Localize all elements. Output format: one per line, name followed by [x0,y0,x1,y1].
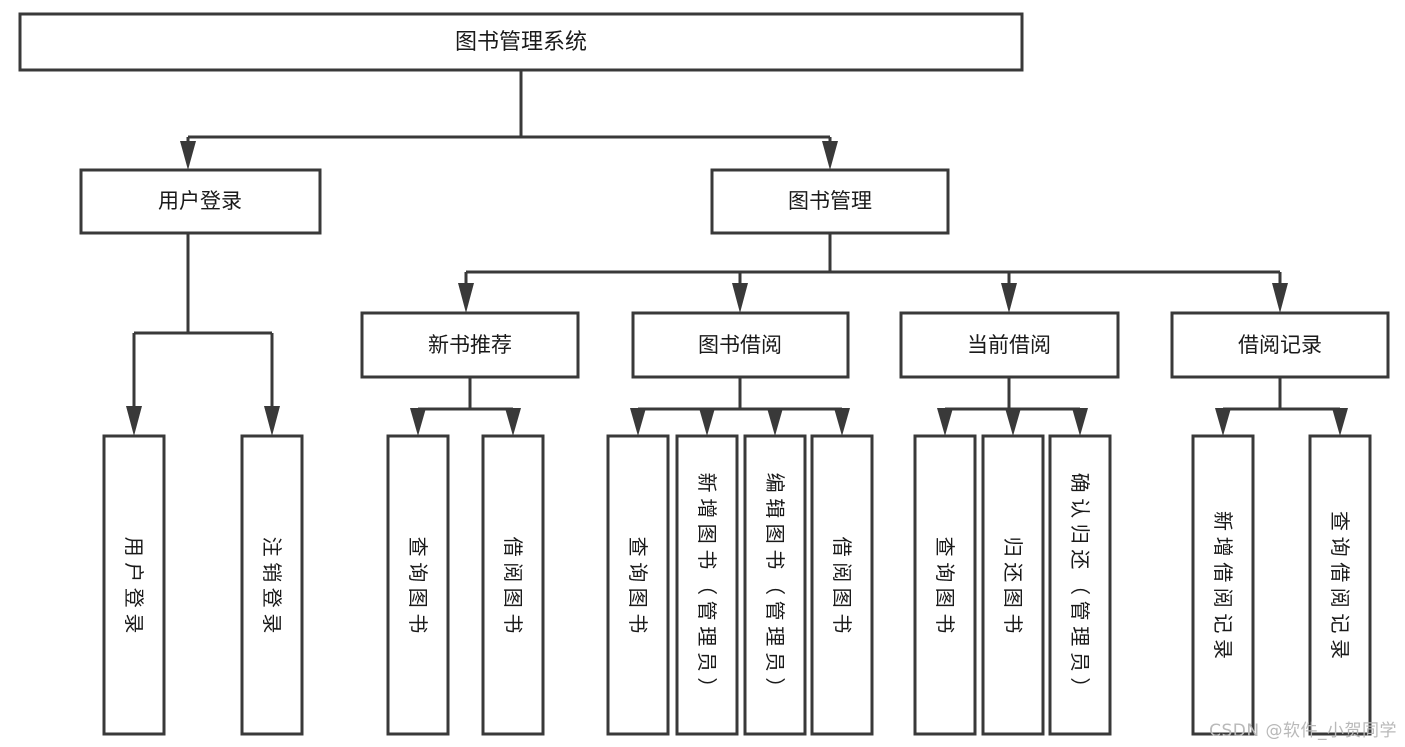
connector-bookborrow-to-leaves [630,377,850,436]
node-user-login-label: 用户登录 [158,189,242,213]
node-root-label: 图书管理系统 [455,30,587,55]
leaf-node[interactable]: 借阅图书 [810,434,874,736]
connector-root-to-level1 [180,70,838,170]
leaf-node[interactable]: 查询图书 [913,434,977,736]
node-book-manage-label: 图书管理 [788,189,872,213]
node-current-borrow[interactable]: 当前借阅 [899,311,1120,379]
leaf-label: 借阅图书 [501,537,525,634]
node-borrow-record-label: 借阅记录 [1238,333,1322,357]
leaf-node[interactable]: 新增图书（管理员） [675,434,739,736]
leaf-label: 新增借阅记录 [1211,511,1235,659]
arrow-cb-leaf-2 [1005,408,1021,436]
arrow-br-leaf-1 [1215,408,1231,436]
node-user-login[interactable]: 用户登录 [79,168,322,235]
connector-borrowrecord-to-leaves [1215,377,1348,436]
arrow-nb-leaf-2 [505,408,521,436]
connector-userlogin-to-leaves [126,233,280,436]
arrow-to-book-manage [822,141,838,170]
leaf-label: 借阅图书 [830,537,854,634]
arrow-bb-leaf-4 [834,408,850,436]
leaf-label: 查询图书 [406,537,430,634]
arrow-to-leaf-logout [264,406,280,436]
node-new-book-recommend-label: 新书推荐 [428,333,512,357]
leaf-node[interactable]: 查询借阅记录 [1308,434,1372,736]
leaf-label: 新增图书（管理员） [695,473,719,698]
arrow-to-borrow-record [1272,283,1288,313]
arrow-to-leaf-user-login [126,406,142,436]
arrow-bb-leaf-1 [630,408,646,436]
leaf-label: 查询借阅记录 [1328,511,1352,659]
arrow-bb-leaf-2 [699,408,715,436]
arrow-nb-leaf-1 [410,408,426,436]
node-book-borrow-label: 图书借阅 [698,333,782,357]
leaf-node[interactable]: 注销登录 [240,434,304,736]
node-root[interactable]: 图书管理系统 [18,12,1024,72]
node-current-borrow-label: 当前借阅 [967,333,1051,357]
arrow-cb-leaf-3 [1072,408,1088,436]
arrow-to-book-borrow [732,283,748,313]
leaf-label: 查询图书 [933,537,957,634]
leaf-label: 注销登录 [260,537,284,634]
arrow-to-current-borrow [1001,283,1017,313]
arrow-cb-leaf-1 [937,408,953,436]
leaf-label: 用户登录 [122,537,146,634]
arrow-br-leaf-2 [1332,408,1348,436]
arrow-to-user-login [180,141,196,170]
leaf-node[interactable]: 借阅图书 [481,434,545,736]
leaf-node[interactable]: 归还图书 [981,434,1045,736]
leaf-label: 查询图书 [626,537,650,634]
connector-currentborrow-to-leaves [937,377,1088,436]
leaf-node[interactable]: 用户登录 [102,434,166,736]
connector-bookmanage-to-level2 [458,233,1288,313]
connector-newbook-to-leaves [410,377,521,436]
node-new-book-recommend[interactable]: 新书推荐 [360,311,580,379]
leaf-label: 确认归还（管理员） [1068,473,1092,698]
leaf-label: 归还图书 [1001,537,1025,634]
node-borrow-record[interactable]: 借阅记录 [1170,311,1390,379]
leaf-node[interactable]: 新增借阅记录 [1191,434,1255,736]
leaf-label: 编辑图书（管理员） [763,473,787,698]
leaf-node[interactable]: 编辑图书（管理员） [743,434,807,736]
node-book-manage[interactable]: 图书管理 [710,168,950,235]
leaf-node[interactable]: 查询图书 [606,434,670,736]
leaf-node[interactable]: 确认归还（管理员） [1048,434,1112,736]
arrow-to-new-book [458,283,474,313]
leaf-node[interactable]: 查询图书 [386,434,450,736]
arrow-bb-leaf-3 [767,408,783,436]
node-book-borrow[interactable]: 图书借阅 [631,311,850,379]
